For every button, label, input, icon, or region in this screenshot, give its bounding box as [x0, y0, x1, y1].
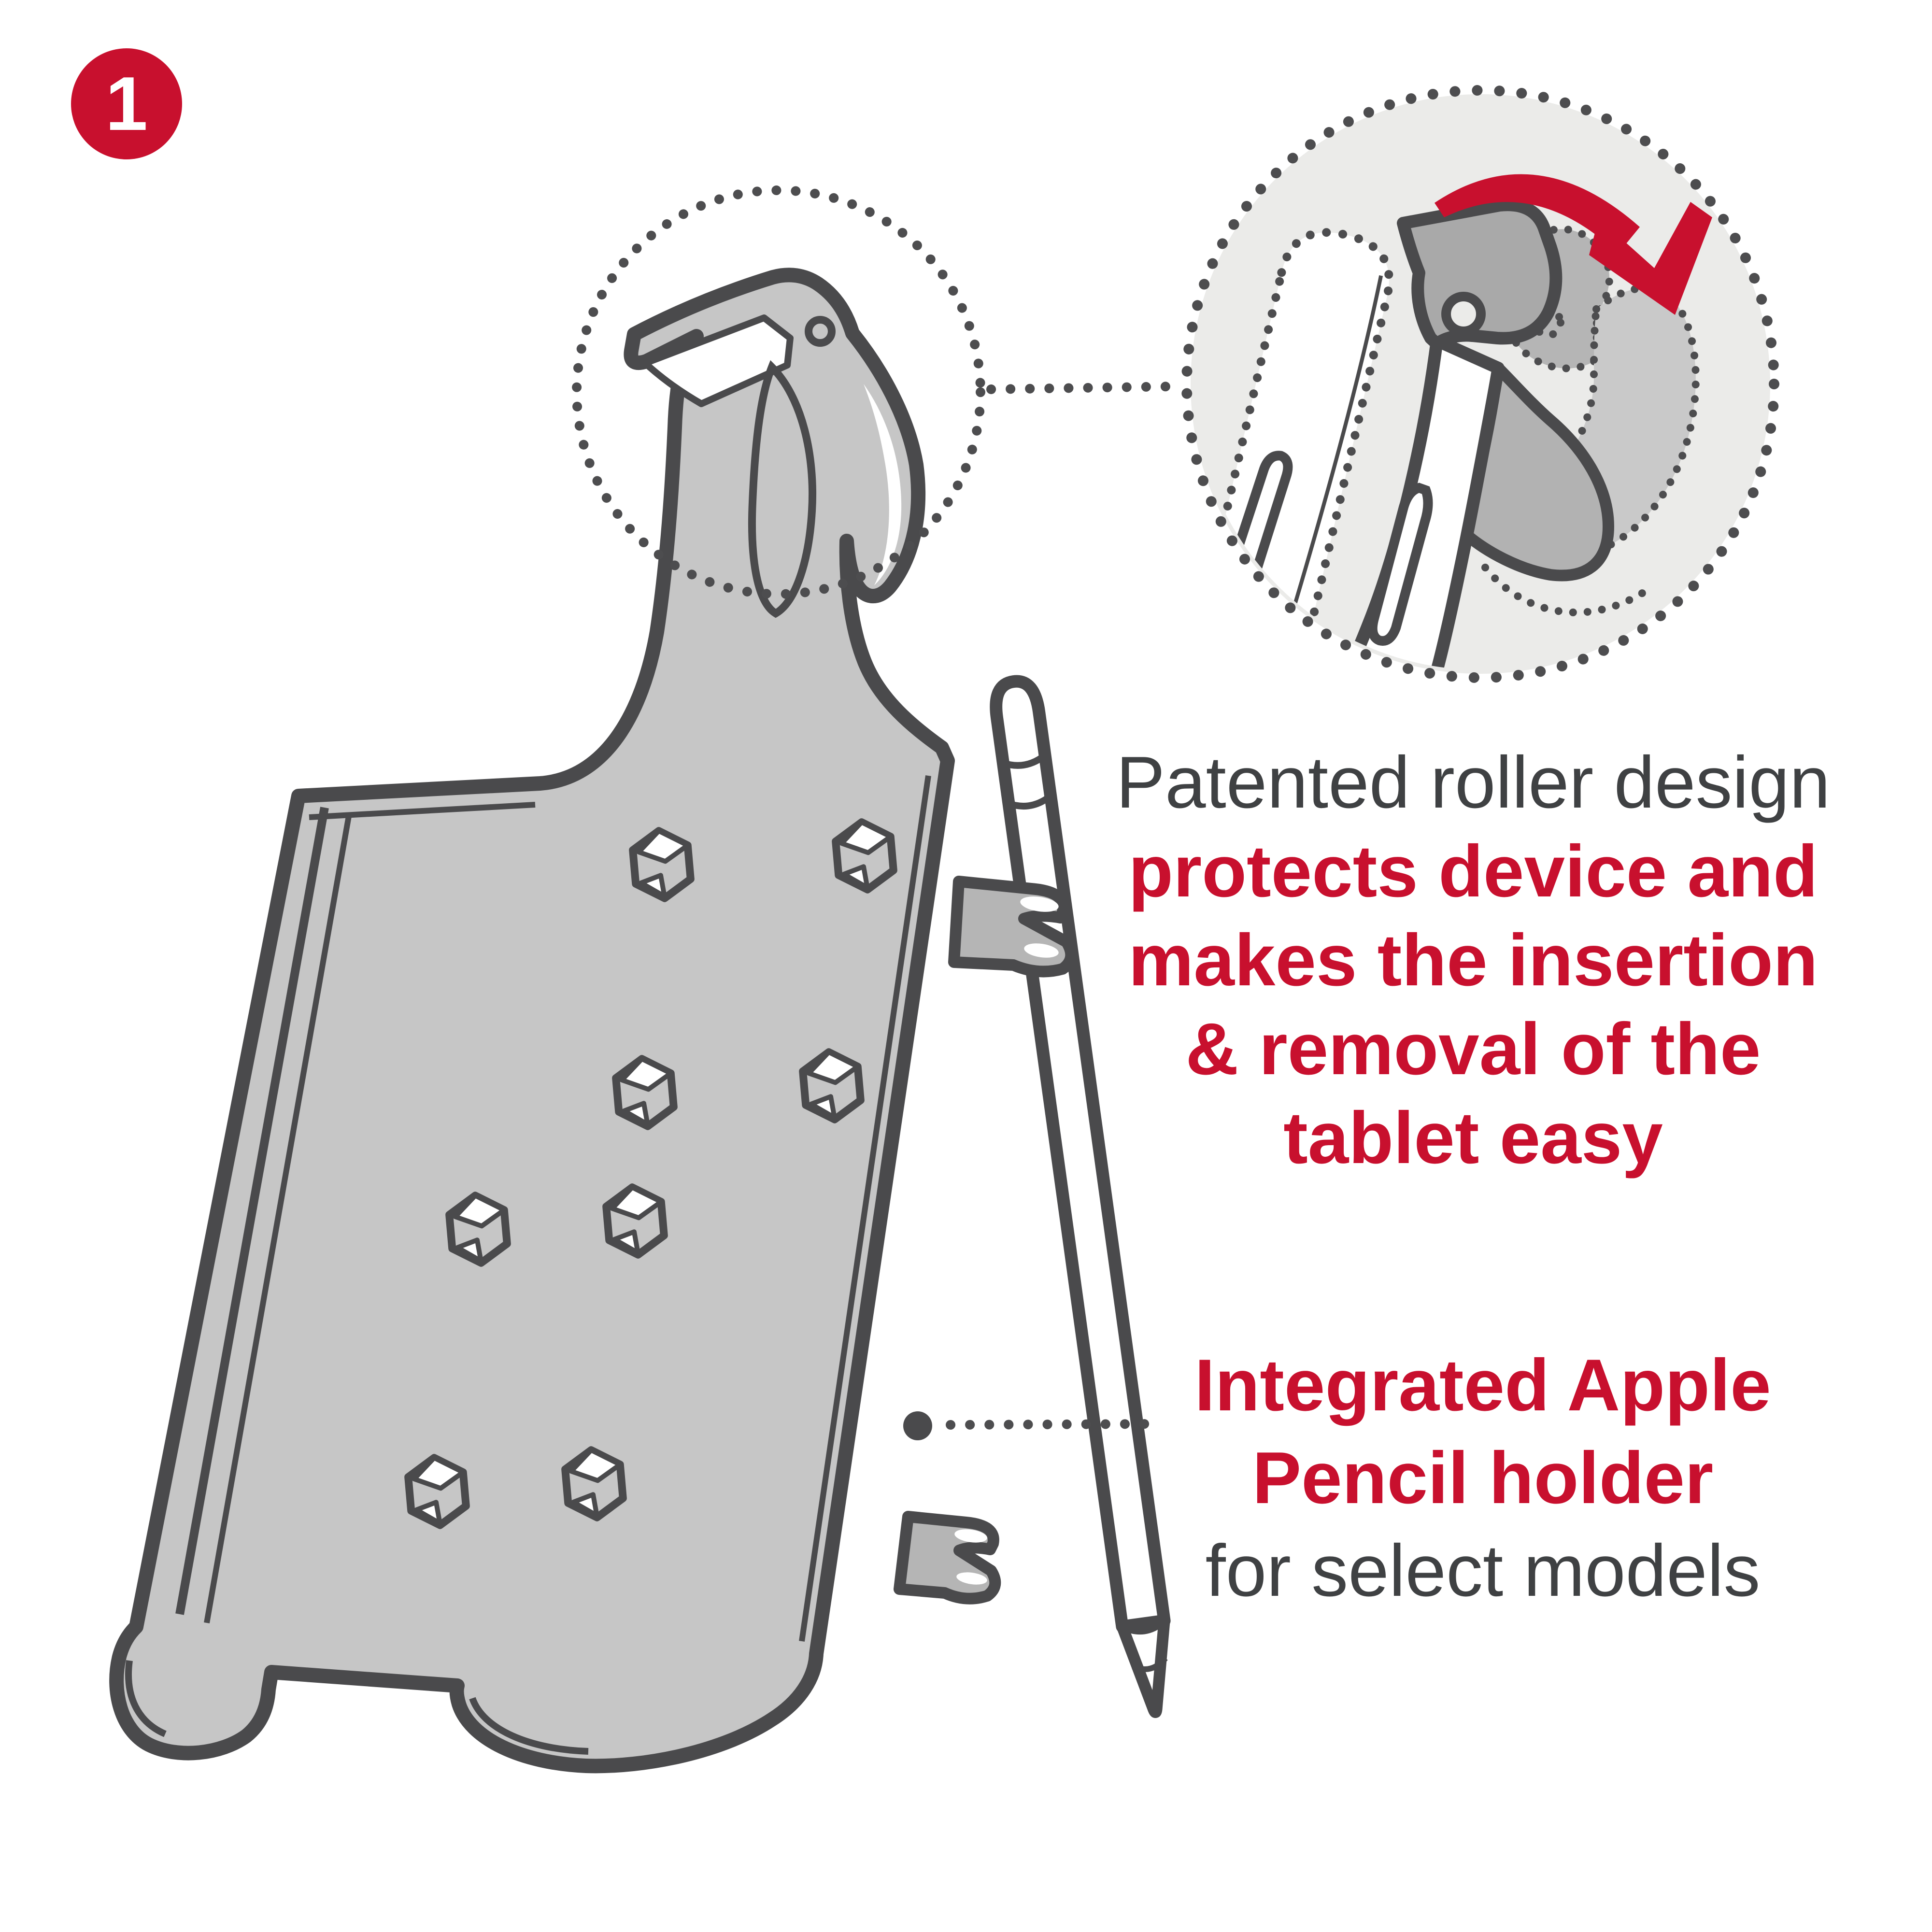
pencil-leader-dot	[903, 1411, 932, 1440]
roller-callout-line: tablet easy	[1283, 1097, 1663, 1179]
pencil-callout-line: Pencil holder	[1252, 1437, 1714, 1519]
cradle-detail-lines	[125, 567, 931, 1755]
roller-callout-line: makes the insertion	[1128, 919, 1818, 1001]
clip-highlight	[956, 1572, 987, 1585]
hook-zoom-dotted-circle	[572, 185, 985, 599]
roller-callout: Patented roller design protects device a…	[1101, 738, 1845, 1182]
pencil-clip-lower	[894, 1511, 1001, 1605]
pencil-callout-note: for select models	[1205, 1530, 1761, 1612]
detail-connector-line	[986, 382, 1179, 394]
roller-callout-line: & removal of the	[1185, 1008, 1761, 1090]
roller-hook-head	[1397, 199, 1563, 350]
step-number: 1	[105, 61, 148, 146]
roller-detail-circle	[1181, 85, 1779, 683]
roller-callout-line: protects device and	[1128, 830, 1818, 912]
cradle-arm-strip	[1337, 334, 1614, 670]
pencil-callout-line: Integrated Apple	[1194, 1344, 1771, 1426]
detail-circle-dotted-ring	[1181, 85, 1779, 683]
step-badge: 1	[71, 48, 182, 159]
roller-motion-arrow-icon	[1435, 174, 1712, 315]
pencil-callout: Integrated Apple Pencil holder for selec…	[1125, 1339, 1840, 1617]
clip-highlight	[1020, 896, 1059, 912]
roller-callout-title: Patented roller design	[1116, 741, 1831, 824]
roller-hook-detail	[642, 314, 902, 618]
apple-pencil	[894, 675, 1171, 1718]
hook-pivot-icon	[805, 316, 836, 347]
clip-highlight	[954, 1529, 987, 1543]
roller-sweep-arc	[1481, 564, 1656, 617]
pencil-leader-line	[946, 1419, 1164, 1430]
clip-highlight	[1024, 943, 1059, 958]
tablet-cradle	[109, 268, 955, 1774]
cradle-plate	[109, 268, 955, 1774]
